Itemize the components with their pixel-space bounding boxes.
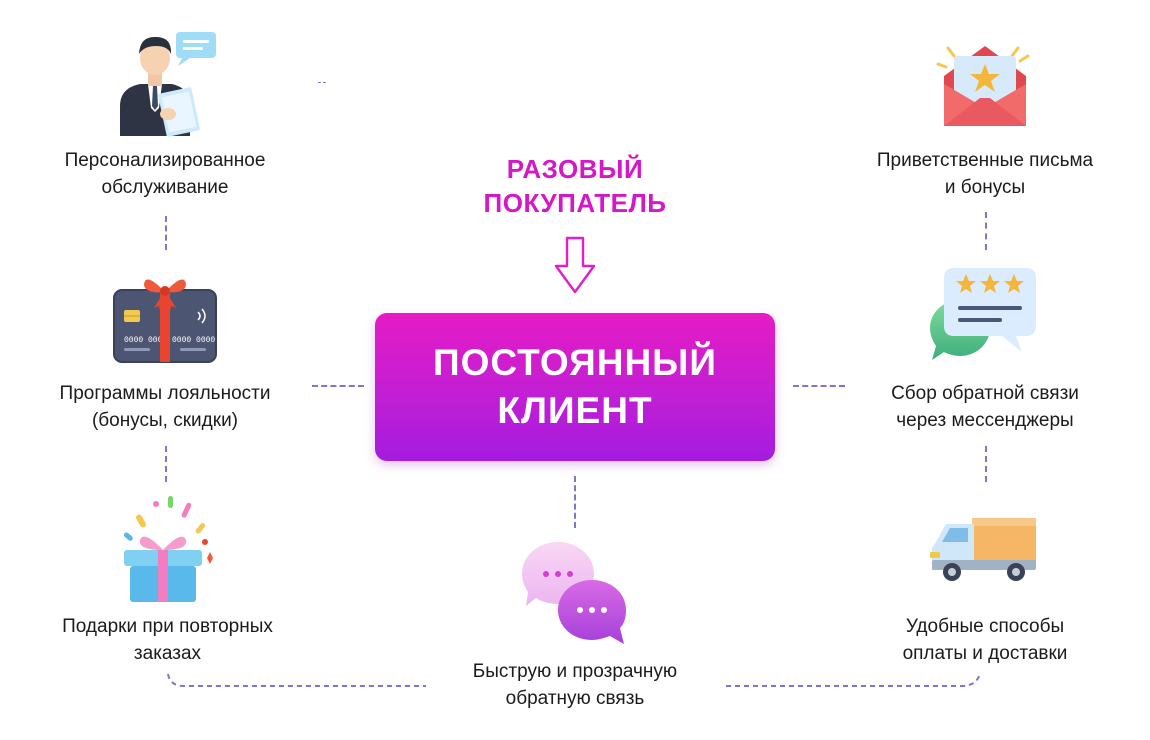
item-label-line1: Подарки при повторных <box>62 616 273 637</box>
loyal-client-line1: ПОСТОЯННЫЙ <box>433 342 717 383</box>
rating-chat-icon <box>930 268 1036 360</box>
down-arrow-icon <box>554 236 596 294</box>
item-welcome-letters: Приветственные письма и бонусы <box>835 147 1135 201</box>
connector-right-center <box>793 385 845 387</box>
connector-bottom-right <box>726 673 981 687</box>
item-label-line2: (бонусы, скидки) <box>91 410 239 431</box>
item-label-line2: обслуживание <box>101 177 229 198</box>
item-repeat-order-gifts: Подарки при повторных заказах <box>25 613 310 667</box>
connector-left-bottom <box>165 446 167 482</box>
item-label-line1: Удобные способы <box>905 616 1065 637</box>
gift-box-icon <box>123 496 213 602</box>
envelope-star-icon <box>936 46 1030 126</box>
loyal-client-line2: КЛИЕНТ <box>497 390 653 431</box>
connector-right-top <box>985 212 987 250</box>
manager-icon <box>120 32 216 137</box>
connector-center-down <box>574 476 576 528</box>
item-personalized-service: Персонализированное обслуживание <box>25 147 305 201</box>
item-fast-feedback: Быструю и прозрачную обратную связь <box>430 658 720 712</box>
item-label-line1: Сбор обратной связи <box>891 383 1079 404</box>
item-label-line2: и бонусы <box>944 177 1026 198</box>
item-label-line2: оплаты и доставки <box>902 643 1068 664</box>
stray-mark <box>318 82 326 83</box>
item-loyalty-programs: Программы лояльности (бонусы, скидки) <box>25 380 305 434</box>
connector-right-bottom <box>985 446 987 482</box>
connector-bottom-left <box>167 673 426 687</box>
item-label-line1: Персонализированное <box>64 150 266 171</box>
item-label-line2: заказах <box>133 643 202 664</box>
loyal-client-box: ПОСТОЯННЫЙ КЛИЕНТ <box>375 313 775 461</box>
one-time-buyer-line1: РАЗОВЫЙ <box>506 154 644 184</box>
item-label-line1: Приветственные письма <box>876 150 1094 171</box>
item-payment-delivery: Удобные способы оплаты и доставки <box>845 613 1125 667</box>
item-label-line1: Быструю и прозрачную <box>472 661 678 682</box>
loyalty-card-icon: 0000 0000 0000 0000 <box>113 279 217 363</box>
chat-bubbles-icon <box>522 542 626 644</box>
one-time-buyer-line2: ПОКУПАТЕЛЬ <box>483 188 667 218</box>
delivery-truck-icon <box>930 518 1036 581</box>
item-messenger-feedback: Сбор обратной связи через мессенджеры <box>845 380 1125 434</box>
item-label-line2: обратную связь <box>505 688 645 709</box>
connector-left-top <box>165 216 167 250</box>
connector-left-center <box>312 385 364 387</box>
one-time-buyer-label: РАЗОВЫЙ ПОКУПАТЕЛЬ <box>450 152 700 220</box>
item-label-line2: через мессенджеры <box>896 410 1074 431</box>
item-label-line1: Программы лояльности <box>59 383 271 404</box>
